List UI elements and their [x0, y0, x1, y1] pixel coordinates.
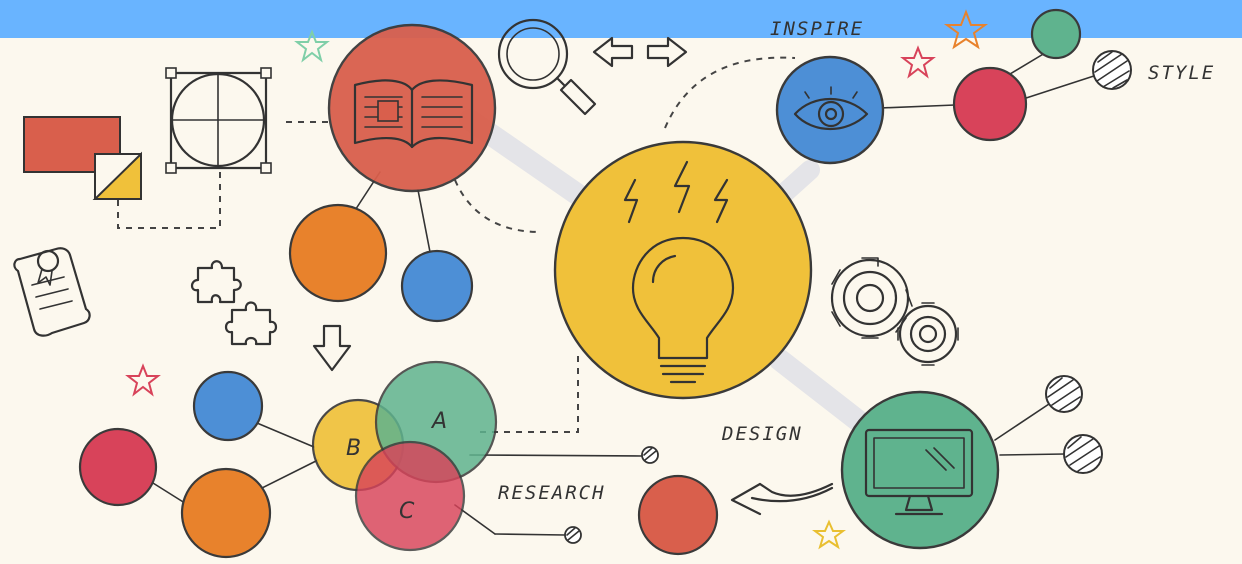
certificate-icon: [13, 247, 91, 337]
blue-node: [400, 249, 474, 323]
idea-node: [553, 140, 813, 400]
star-icon: [812, 519, 846, 550]
dashed-connectors: [117, 56, 796, 433]
monitor-icon: [864, 428, 974, 516]
left-right-arrows-icon: [592, 36, 688, 68]
lightbulb-icon: [623, 160, 735, 384]
research-label: RESEARCH: [498, 482, 606, 504]
bubble-nodes: [78, 8, 1082, 559]
eye-icon: [793, 86, 869, 131]
orange-node: [288, 203, 388, 303]
open-book-icon: [353, 79, 474, 149]
gears-icon: [830, 257, 959, 366]
curved-arrow-icon: [730, 482, 834, 516]
style-label: STYLE: [1148, 62, 1216, 84]
star-icon: [900, 45, 936, 79]
venn-circle-c: [354, 440, 466, 552]
venn-label-a: A: [430, 409, 447, 434]
left-orange-node: [180, 467, 272, 559]
style-green-dot: [1030, 8, 1082, 60]
puzzle-pieces-icon: [190, 260, 278, 346]
magnifier-icon: [497, 18, 597, 116]
color-swatch-icon: [23, 116, 142, 200]
venn-label-c: C: [399, 499, 415, 524]
style-node: [952, 66, 1028, 142]
left-blue-node: [192, 370, 264, 442]
down-arrow-icon: [312, 324, 352, 372]
star-icon: [294, 29, 330, 63]
decorative-stars: [125, 9, 989, 550]
star-icon: [125, 363, 161, 397]
star-icon: [943, 9, 989, 50]
venn-label-b: B: [346, 436, 361, 461]
research-node: [637, 474, 719, 556]
left-crimson-node: [78, 427, 158, 507]
crosshair-frame-icon: [165, 67, 272, 174]
hatched-dots: [564, 50, 1132, 544]
inspire-label: INSPIRE: [770, 18, 865, 40]
design-label: DESIGN: [722, 423, 803, 445]
